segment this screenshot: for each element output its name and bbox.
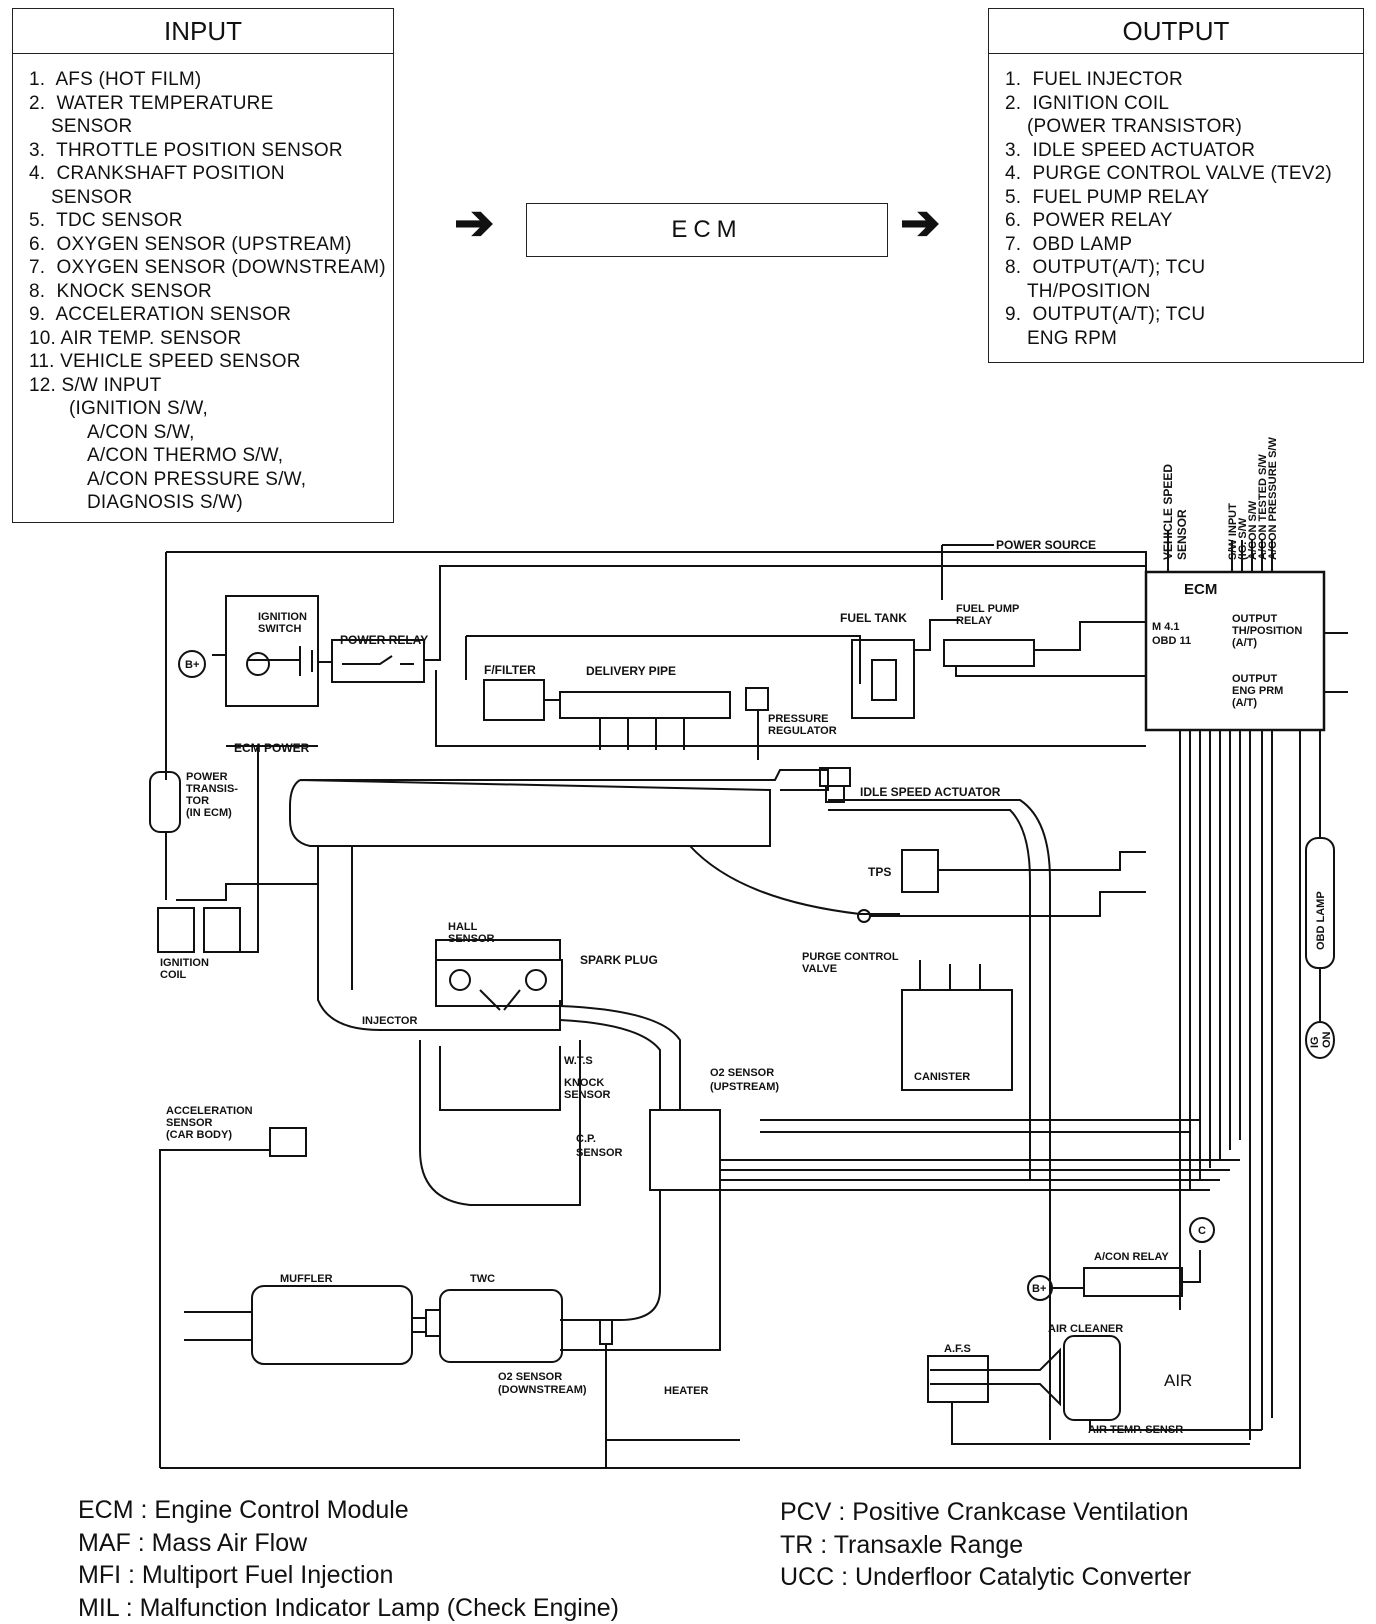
tps-label: TPS [868,865,891,879]
b-plus-label: B+ [1032,1283,1046,1295]
output-eng-label: OUTPUT [1232,673,1278,685]
svg-text:(DOWNSTREAM): (DOWNSTREAM) [498,1384,587,1396]
o2-upstream-label: O2 SENSOR [710,1067,774,1079]
svg-text:(UPSTREAM): (UPSTREAM) [710,1081,779,1093]
power-source-label: POWER SOURCE [996,538,1096,552]
legend-item: TR : Transaxle Range [780,1529,1191,1562]
fuel-tank-label: FUEL TANK [840,611,907,625]
heater-label: HEATER [664,1385,708,1397]
svg-text:SWITCH: SWITCH [258,623,301,635]
c-terminal-label: C [1198,1225,1206,1237]
svg-text:SENSOR: SENSOR [576,1147,623,1159]
legend-left: ECM : Engine Control Module MAF : Mass A… [78,1494,619,1624]
svg-text:(A/T): (A/T) [1232,637,1257,649]
air-cleaner-label: AIR CLEANER [1048,1323,1123,1335]
svg-text:SENSOR: SENSOR [1175,509,1189,560]
muffler-label: MUFFLER [280,1273,333,1285]
ecm-power-label: ECM POWER [234,741,310,755]
svg-text:SENSOR: SENSOR [564,1089,611,1101]
wts-label: W.T.S [564,1055,593,1067]
svg-text:(IN ECM): (IN ECM) [186,807,232,819]
acon-relay-label: A/CON RELAY [1094,1251,1169,1263]
ig-on-label: IG [1309,1036,1321,1048]
power-relay-label: POWER RELAY [340,633,428,647]
fuel-pump-relay-label: FUEL PUMP [956,603,1019,615]
hall-sensor-label: HALL [448,921,478,933]
svg-text:TH/POSITION: TH/POSITION [1232,625,1302,637]
svg-text:SENSOR: SENSOR [448,933,495,945]
b-plus-label: B+ [185,659,199,671]
vehicle-speed-sensor-label: VEHICLE SPEED [1161,464,1175,560]
pressure-regulator-label: PRESSURE [768,713,829,725]
acceleration-sensor-label: ACCELERATION [166,1105,253,1117]
svg-text:ON: ON [1321,1031,1333,1048]
purge-control-valve-label: PURGE CONTROL [802,951,899,963]
svg-text:REGULATOR: REGULATOR [768,725,837,737]
legend-item: UCC : Underfloor Catalytic Converter [780,1561,1191,1594]
svg-text:TRANSIS-: TRANSIS- [186,783,238,795]
ignition-switch-label: IGNITION [258,611,307,623]
svg-text:TOR: TOR [186,795,209,807]
f-filter-label: F/FILTER [484,663,536,677]
obd-lamp-label: OBD LAMP [1315,891,1327,950]
legend-item: MFI : Multiport Fuel Injection [78,1559,619,1592]
power-transistor-label: POWER [186,771,228,783]
canister-label: CANISTER [914,1071,970,1083]
svg-text:OBD 11: OBD 11 [1152,635,1191,647]
injector-label: INJECTOR [362,1015,417,1027]
svg-text:VALVE: VALVE [802,963,837,975]
svg-text:RELAY: RELAY [956,615,993,627]
spark-plug-label: SPARK PLUG [580,953,658,967]
ignition-coil-label: IGNITION [160,957,209,969]
legend-item: PCV : Positive Crankcase Ventilation [780,1496,1191,1529]
legend-item: ECM : Engine Control Module [78,1494,619,1527]
svg-text:COIL: COIL [160,969,187,981]
afs-label: A.F.S [944,1343,971,1355]
legend-right: PCV : Positive Crankcase Ventilation TR … [780,1496,1191,1594]
svg-text:(A/T): (A/T) [1232,697,1257,709]
knock-sensor-label: KNOCK [564,1077,604,1089]
air-temp-sensr-label: AIR TEMP. SENSR [1088,1424,1183,1436]
o2-downstream-label: O2 SENSOR [498,1371,562,1383]
output-th-label: OUTPUT [1232,613,1278,625]
twc-label: TWC [470,1273,495,1285]
svg-text:(CAR BODY): (CAR BODY) [166,1129,232,1141]
svg-text:A/CON PRESSURE S/W: A/CON PRESSURE S/W [1267,437,1279,560]
svg-text:ENG PRM: ENG PRM [1232,685,1283,697]
ecm-box-label: ECM [1184,581,1217,598]
delivery-pipe-label: DELIVERY PIPE [586,664,676,678]
svg-text:SENSOR: SENSOR [166,1117,213,1129]
svg-text:M 4.1: M 4.1 [1152,621,1180,633]
cp-sensor-label: C.P. [576,1133,596,1145]
legend-item: MIL : Malfunction Indicator Lamp (Check … [78,1592,619,1624]
idle-speed-actuator-label: IDLE SPEED ACTUATOR [860,785,1001,799]
legend-item: MAF : Mass Air Flow [78,1527,619,1560]
air-label: AIR [1164,1371,1192,1390]
